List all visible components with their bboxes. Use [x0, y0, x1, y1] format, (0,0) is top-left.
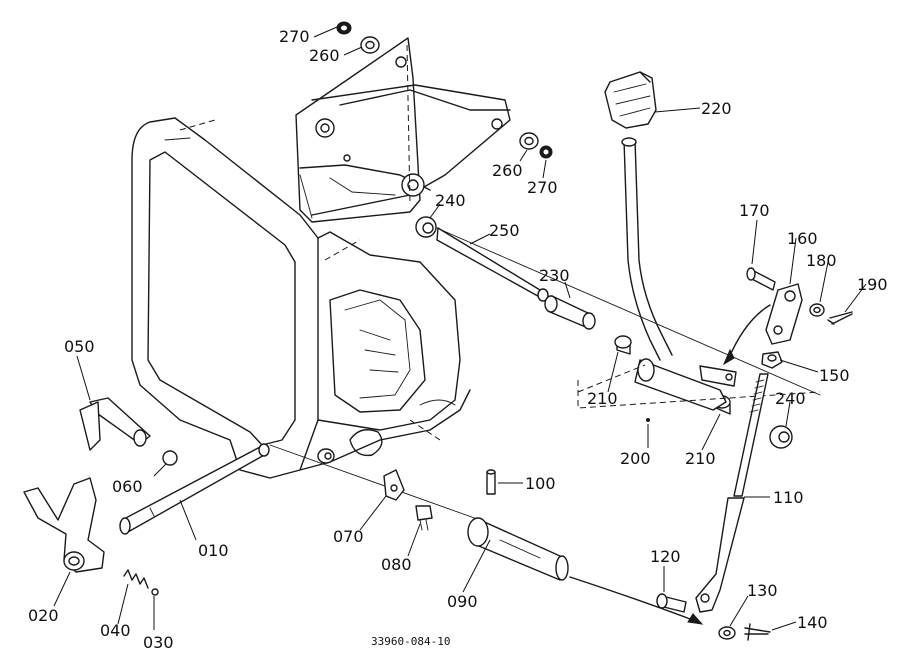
shift-arm-050	[79, 397, 151, 451]
shift-axis-line	[429, 224, 821, 396]
diagram-reference-number: 33960-084-10	[371, 635, 450, 648]
joint-090	[467, 517, 569, 581]
label-080: 080	[381, 555, 412, 574]
label-160: 160	[787, 229, 818, 248]
washer-260-right	[519, 132, 539, 150]
collar-230	[544, 295, 596, 330]
bolt-080	[415, 505, 433, 531]
bushing-240-left	[415, 216, 437, 238]
pipe-250	[436, 227, 549, 302]
label-190: 190	[857, 275, 888, 294]
pin-170	[746, 267, 776, 291]
fork-shaft-010	[119, 443, 270, 535]
label-040: 040	[100, 621, 131, 640]
label-210-upper: 210	[587, 389, 618, 408]
shift-lever-200	[621, 137, 737, 422]
label-240-left: 240	[435, 191, 466, 210]
label-260-right: 260	[492, 161, 523, 180]
label-250: 250	[489, 221, 520, 240]
housing-boss	[317, 448, 335, 464]
mounting-bracket	[295, 37, 511, 223]
nut-150	[761, 351, 783, 369]
o-ring-060	[162, 450, 178, 466]
label-050: 050	[64, 337, 95, 356]
label-240-right: 240	[775, 389, 806, 408]
label-020: 020	[28, 606, 59, 625]
pin-120	[656, 593, 687, 613]
label-110: 110	[773, 488, 804, 507]
label-130: 130	[747, 581, 778, 600]
label-170: 170	[739, 201, 770, 220]
label-120: 120	[650, 547, 681, 566]
ball-030	[151, 588, 159, 596]
label-150: 150	[819, 366, 850, 385]
lever-bracket-outline	[577, 364, 821, 409]
label-030: 030	[143, 633, 174, 652]
label-220: 220	[701, 99, 732, 118]
washer-130	[718, 626, 736, 640]
label-010: 010	[198, 541, 229, 560]
lever-knob-220	[604, 71, 657, 129]
assembly-arrow-160	[727, 304, 771, 361]
spring-pin-100	[486, 469, 496, 495]
label-200: 200	[620, 449, 651, 468]
label-260-top: 260	[309, 46, 340, 65]
label-230: 230	[539, 266, 570, 285]
link-plate-160	[765, 283, 803, 345]
bushing-210-upper	[614, 335, 632, 355]
joint-connection-arrow	[569, 576, 699, 623]
label-090: 090	[447, 592, 478, 611]
label-270-top: 270	[279, 27, 310, 46]
part-labels: 270 260 220 260 270 240 250 230 170 160 …	[28, 27, 888, 652]
washer-180	[809, 303, 825, 317]
washer-260-top	[360, 36, 380, 54]
label-180: 180	[806, 251, 837, 270]
leader-lines	[53, 26, 867, 631]
plate-070	[383, 469, 405, 501]
clip-270-top	[336, 21, 352, 35]
transmission-housing	[131, 117, 471, 479]
label-070: 070	[333, 527, 364, 546]
cotter-pin-140	[744, 623, 771, 641]
label-210-lower: 210	[685, 449, 716, 468]
label-270-right: 270	[527, 178, 558, 197]
bushing-240-right	[769, 425, 793, 449]
label-100: 100	[525, 474, 556, 493]
label-060: 060	[112, 477, 143, 496]
fork-axis-line	[269, 444, 481, 521]
spring-040	[123, 569, 149, 589]
cotter-pin-190	[827, 311, 853, 325]
shift-rod-110	[695, 373, 769, 613]
label-140: 140	[797, 613, 828, 632]
shift-fork-020	[23, 477, 105, 573]
clip-270-right	[539, 145, 553, 159]
